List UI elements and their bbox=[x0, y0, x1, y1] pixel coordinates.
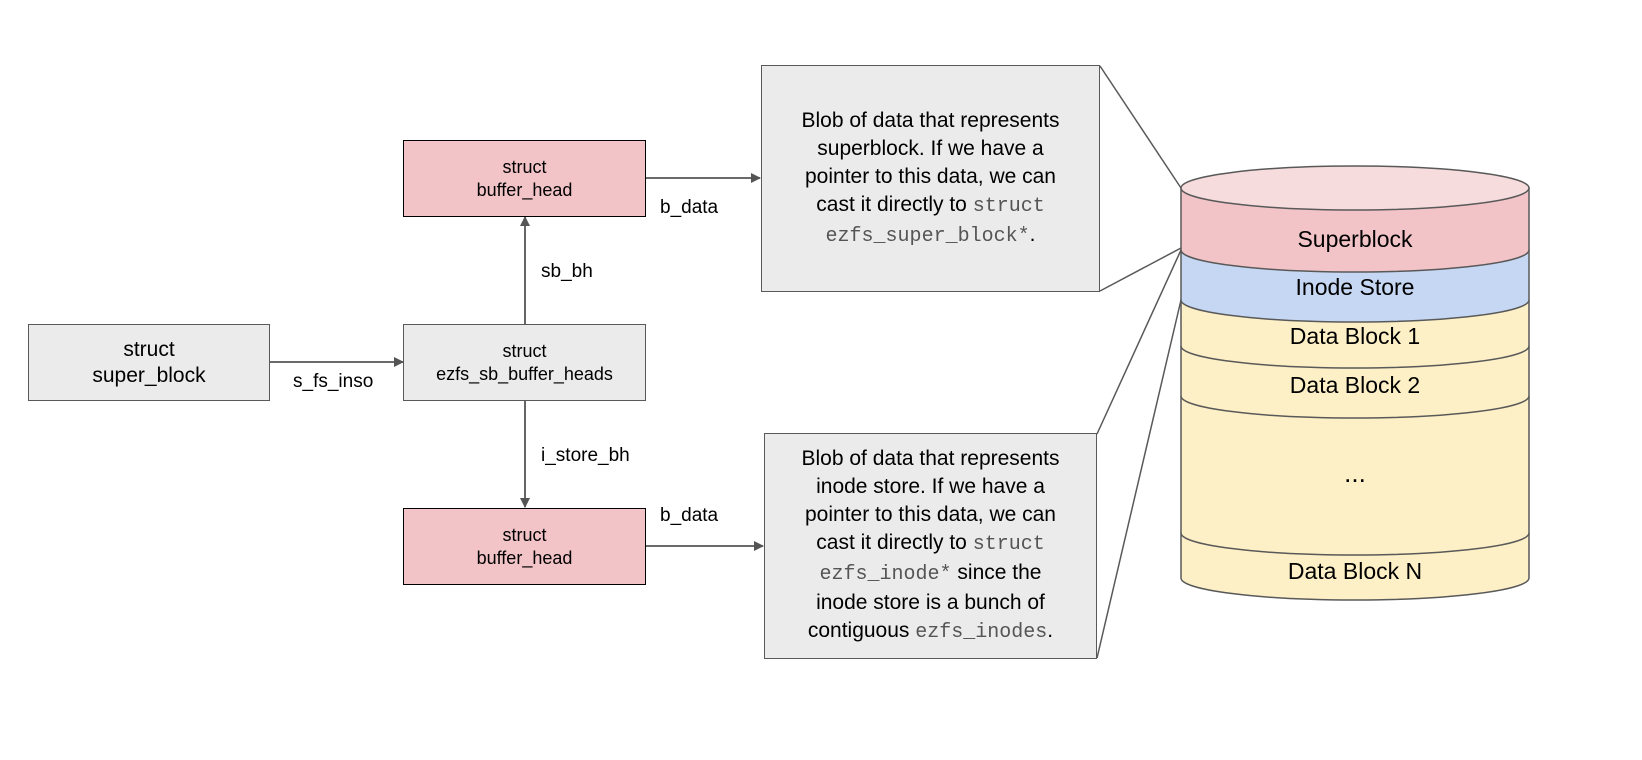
projection-top-1 bbox=[1099, 65, 1182, 189]
sb-buffer-heads-line1: struct bbox=[502, 340, 547, 361]
buffer-head-bottom-line2: buffer_head bbox=[476, 547, 573, 568]
blob-top-line5-code: ezfs_super_block* bbox=[825, 224, 1030, 248]
disk-label-superblock: Superblock bbox=[1297, 226, 1413, 252]
inode-store-blob-box: Blob of data that represents inode store… bbox=[764, 433, 1097, 659]
blob-bottom-line5-code: ezfs_inode* bbox=[819, 563, 952, 586]
disk-label-inode-store: Inode Store bbox=[1295, 274, 1415, 300]
blob-bottom-line7: contiguous ezfs_inodes. bbox=[808, 617, 1053, 647]
blob-bottom-line4-code: struct bbox=[972, 533, 1045, 556]
edge-label-b-data-bottom: b_data bbox=[660, 505, 719, 526]
buffer-head-bottom-line1: struct bbox=[502, 524, 547, 545]
blob-top-line4-text: cast it directly to bbox=[816, 192, 973, 216]
blob-bottom-line6: inode store is a bunch of bbox=[816, 591, 1045, 614]
arrows bbox=[270, 173, 764, 551]
disk-separator-2 bbox=[1180, 395, 1530, 419]
disk-label-data-block-1: Data Block 1 bbox=[1289, 323, 1421, 349]
disk-separator-1 bbox=[1180, 345, 1530, 369]
super-block-line2: super_block bbox=[92, 363, 206, 387]
blob-top-line1: Blob of data that represents bbox=[801, 108, 1060, 132]
sb-buffer-heads-box: struct ezfs_sb_buffer_heads bbox=[403, 324, 646, 401]
disk-cylinder bbox=[1180, 165, 1530, 601]
blob-bottom-line7-text: contiguous bbox=[807, 619, 916, 642]
blob-top-line4-code: struct bbox=[972, 194, 1045, 218]
buffer-head-top-line2: buffer_head bbox=[476, 179, 573, 200]
buffer-head-top-box: struct buffer_head bbox=[403, 140, 646, 217]
blob-bottom-line1: Blob of data that represents bbox=[801, 447, 1060, 470]
blob-bottom-line7-code: ezfs_inodes bbox=[915, 621, 1048, 644]
projection-bottom-2 bbox=[1096, 299, 1182, 659]
disk-top-ellipse bbox=[1180, 165, 1530, 211]
blob-top-line2: superblock. If we have a bbox=[817, 136, 1044, 160]
disk-data-area bbox=[1180, 299, 1530, 601]
sb-buffer-heads-line2: ezfs_sb_buffer_heads bbox=[436, 363, 613, 384]
edge-label-s-fs-inso: s_fs_inso bbox=[293, 371, 374, 392]
edge-label-b-data-top: b_data bbox=[660, 197, 719, 218]
projection-lines bbox=[1096, 65, 1182, 659]
blob-bottom-line7-end: . bbox=[1047, 619, 1054, 642]
blob-top-line3: pointer to this data, we can bbox=[805, 164, 1056, 188]
disk-label-data-block-2: Data Block 2 bbox=[1289, 372, 1421, 398]
blob-bottom-line5: ezfs_inode* since the bbox=[820, 559, 1042, 589]
blob-bottom-line5-text: since the bbox=[951, 561, 1042, 584]
disk-label-ellipsis: ... bbox=[1344, 458, 1366, 488]
super-block-line1: struct bbox=[123, 337, 175, 361]
buffer-head-bottom-box: struct buffer_head bbox=[403, 508, 646, 585]
edge-label-sb-bh: sb_bh bbox=[541, 261, 593, 282]
blob-bottom-line2: inode store. If we have a bbox=[816, 475, 1045, 498]
blob-top-line5: ezfs_super_block*. bbox=[826, 221, 1036, 251]
buffer-head-top-line1: struct bbox=[502, 156, 547, 177]
disk-label-data-block-n: Data Block N bbox=[1287, 558, 1423, 584]
projection-bottom-1 bbox=[1096, 249, 1182, 435]
blob-top-line5-text: . bbox=[1029, 222, 1036, 246]
disk-separator-3 bbox=[1180, 532, 1530, 556]
blob-top-line4: cast it directly to struct bbox=[816, 191, 1044, 221]
disk-superblock-band bbox=[1180, 187, 1530, 273]
edge-label-i-store-bh: i_store_bh bbox=[541, 445, 630, 466]
blob-bottom-line4: cast it directly to struct bbox=[816, 529, 1044, 559]
superblock-blob-box: Blob of data that represents superblock.… bbox=[761, 65, 1100, 292]
super-block-box: struct super_block bbox=[28, 324, 270, 401]
blob-bottom-line3: pointer to this data, we can bbox=[805, 503, 1056, 526]
blob-bottom-line4-text: cast it directly to bbox=[816, 531, 973, 554]
projection-top-2 bbox=[1099, 247, 1182, 292]
